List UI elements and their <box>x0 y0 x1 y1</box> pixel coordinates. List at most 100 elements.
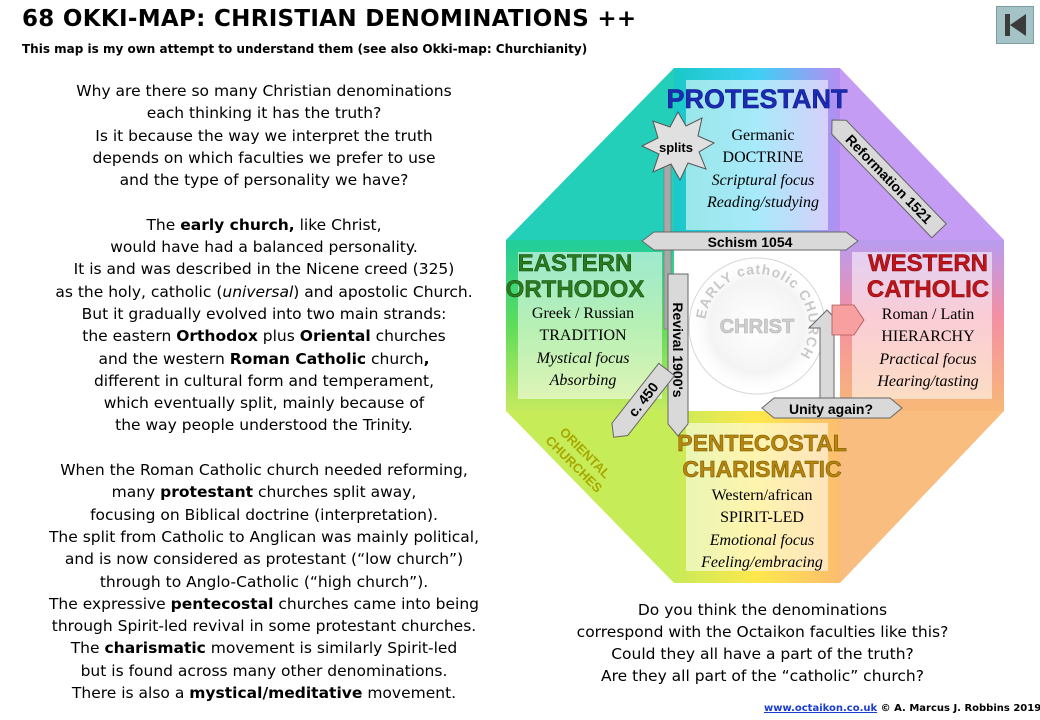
text-fragment: churches came into being <box>273 594 480 613</box>
text-fragment: plus <box>257 327 300 346</box>
revival-label: Revival 1900's <box>670 302 686 397</box>
question-line: Could they all have a part of the truth? <box>611 645 914 663</box>
emphasis-pentecostal: pentecostal <box>170 594 274 613</box>
text-line: through Spirit-led revival in some prote… <box>51 617 477 636</box>
text-line: focusing on Biblical doctrine (interpret… <box>90 505 438 524</box>
protestant-panel-glow <box>686 80 828 230</box>
text-fragment: The <box>146 215 181 234</box>
schism-arrow <box>641 231 859 251</box>
website-link[interactable]: www.octaikon.co.uk <box>764 703 878 714</box>
emphasis-roman-catholic: Roman Catholic <box>229 349 367 368</box>
text-line: different in cultural form and temperame… <box>93 371 435 390</box>
text-line: the way people understood the Trinity. <box>115 416 413 435</box>
eastern-activity: Absorbing <box>549 372 617 389</box>
center-christ-label: CHRIST <box>720 316 794 338</box>
corner-southwest <box>506 411 674 583</box>
unity-arrow <box>761 397 903 419</box>
page-title: 68 OKKI-MAP: CHRISTIAN DENOMINATIONS ++ <box>22 6 637 32</box>
western-pointer <box>831 304 865 336</box>
text-fragment: There is also a <box>71 684 190 703</box>
pentecostal-panel-glow <box>686 423 828 571</box>
reformation-paragraph: When the Roman Catholic church needed re… <box>14 459 514 704</box>
emphasis-universal: universal <box>222 282 294 301</box>
text-fragment: movement. <box>362 684 457 703</box>
back-button[interactable] <box>996 6 1034 44</box>
text-line: and is now considered as protestant (“lo… <box>64 550 464 569</box>
question-line: correspond with the Octaikon faculties l… <box>576 623 949 641</box>
text-line: It is and was described in the Nicene cr… <box>73 260 455 279</box>
corner-southeast <box>840 411 1004 583</box>
skip-back-icon <box>1005 14 1026 36</box>
western-basis: HIERARCHY <box>881 328 975 345</box>
protestant-title: PROTESTANT <box>667 84 849 114</box>
text-line: each thinking it has the truth? <box>146 104 382 123</box>
western-title-line1: WESTERN <box>868 250 988 277</box>
eastern-title-line1: EASTERN <box>518 250 633 277</box>
corner-northeast <box>840 68 1004 240</box>
octagon-diagram: EARLY catholic CHURCH CHRIST PROTESTANT … <box>505 68 1004 583</box>
emphasis-orthodox: Orthodox <box>176 327 258 346</box>
text-line: through to Anglo-Catholic (“high church”… <box>99 572 429 591</box>
text-fragment: , <box>423 349 430 368</box>
text-line: Is it because the way we interpret the t… <box>95 126 433 145</box>
text-line: and the type of personality we have? <box>119 171 409 190</box>
pentecostal-title-line1: PENTECOSTAL <box>677 430 847 456</box>
pentecostal-title-line2: CHARISMATIC <box>682 456 841 482</box>
pentecostal-basis: SPIRIT-LED <box>720 509 804 526</box>
text-fragment: and the western <box>98 349 230 368</box>
pentecostal-activity: Feeling/embracing <box>700 554 823 571</box>
copyright-text: © A. Marcus J. Robbins 2019 <box>877 703 1040 714</box>
text-fragment: as the holy, catholic ( <box>55 282 223 301</box>
corner-northwest <box>506 68 674 240</box>
intro-paragraph: Why are there so many Christian denomina… <box>14 80 514 191</box>
emphasis-early-church: early church, <box>180 215 295 234</box>
emphasis-charismatic: charismatic <box>104 639 206 658</box>
page-subtitle: This map is my own attempt to understand… <box>22 42 588 56</box>
explanation-text: Why are there so many Christian denomina… <box>14 80 514 704</box>
unity-label: Unity again? <box>789 401 873 417</box>
text-line: The split from Catholic to Anglican was … <box>48 527 480 546</box>
text-fragment: the eastern <box>82 327 177 346</box>
eastern-basis: TRADITION <box>539 327 627 344</box>
text-line: which eventually split, mainly because o… <box>103 394 425 413</box>
protestant-focus: Scriptural focus <box>712 172 815 189</box>
c450-arrow-shape <box>611 362 676 438</box>
eastern-culture: Greek / Russian <box>532 305 634 322</box>
text-fragment: many <box>111 483 161 502</box>
splits-starburst <box>640 110 716 182</box>
protestant-basis: DOCTRINE <box>723 149 804 166</box>
eastern-title-line2: ORTHODOX <box>506 276 645 303</box>
question-line: Are they all part of the “catholic” chur… <box>601 667 924 685</box>
text-fragment: The expressive <box>48 594 171 613</box>
pentecostal-culture: Western/african <box>712 487 813 504</box>
eastern-focus: Mystical focus <box>536 350 630 367</box>
text-fragment: churches split away, <box>253 483 417 502</box>
text-fragment: like Christ, <box>294 215 382 234</box>
text-line: Why are there so many Christian denomina… <box>76 82 452 100</box>
text-line: But it gradually evolved into two main s… <box>81 304 447 323</box>
protestant-culture: Germanic <box>731 127 794 144</box>
revival-arrow-shape <box>667 273 689 437</box>
splits-label: splits <box>659 140 693 155</box>
history-paragraph: The early church, like Christ, would hav… <box>14 214 514 437</box>
protestant-activity: Reading/studying <box>706 194 819 211</box>
text-line: When the Roman Catholic church needed re… <box>60 461 468 480</box>
text-line: depends on which faculties we prefer to … <box>92 148 436 167</box>
schism-label: Schism 1054 <box>708 234 793 250</box>
emphasis-mystical: mystical/meditative <box>189 684 363 703</box>
revival-arrow: Revival 1900's <box>667 273 689 437</box>
eastern-panel-glow <box>518 252 662 399</box>
text-fragment: The <box>70 639 105 658</box>
pentecostal-focus: Emotional focus <box>709 532 814 549</box>
text-line: but is found across many other denominat… <box>80 661 448 680</box>
text-fragment: churches <box>370 327 446 346</box>
text-fragment: church <box>366 349 424 368</box>
c450-arrow: c. 450 <box>611 362 676 438</box>
reformation-arrow-shape <box>831 119 947 239</box>
western-focus: Practical focus <box>878 351 976 368</box>
western-panel-glow <box>852 252 992 399</box>
closing-questions: Do you think the denominations correspon… <box>530 599 995 687</box>
text-line: would have had a balanced personality. <box>110 238 418 257</box>
text-fragment: movement is similarly Spirit-led <box>205 639 458 658</box>
emphasis-protestant: protestant <box>160 483 254 502</box>
